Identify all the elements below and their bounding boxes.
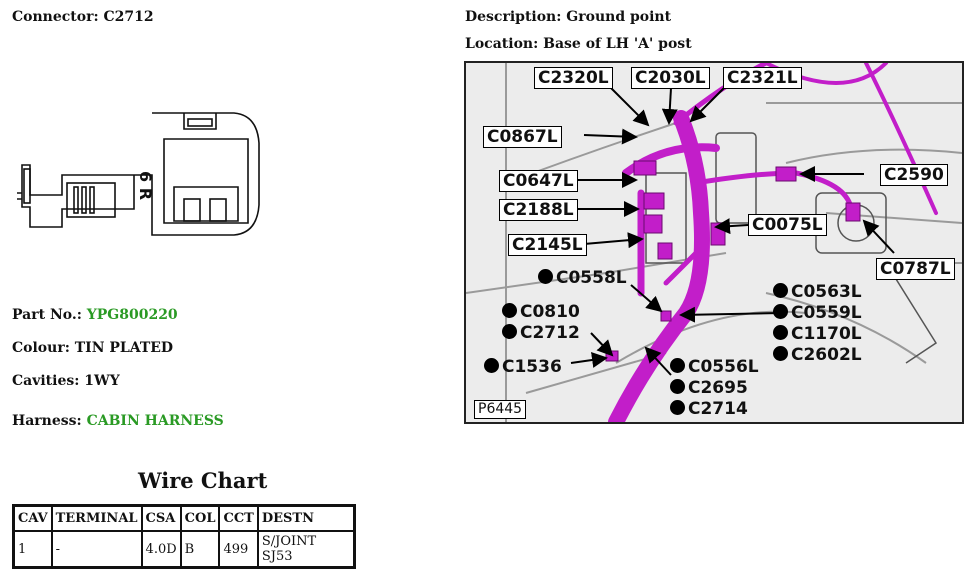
location-value: Base of LH 'A' post bbox=[543, 36, 692, 52]
bullet-dot-icon bbox=[773, 283, 788, 298]
callout-c2320l: C2320L bbox=[534, 67, 613, 89]
label-c1170l: C1170L bbox=[773, 324, 862, 345]
bullet-dot-icon bbox=[773, 325, 788, 340]
bullet-dot-icon bbox=[773, 346, 788, 361]
bullet-dot-icon bbox=[502, 324, 517, 339]
cell-col: B bbox=[179, 530, 221, 569]
drawing-marking: 6 R bbox=[136, 171, 155, 200]
cell-cct: 499 bbox=[218, 530, 259, 569]
label-c0559l: C0559L bbox=[773, 303, 862, 324]
connector-drawing: 6 R bbox=[17, 112, 260, 236]
location-photo: C2320L C2030L C2321L C0867L C0647L C2188… bbox=[464, 61, 964, 424]
connector-value: C2712 bbox=[103, 9, 154, 25]
label-c1536: C1536 bbox=[484, 357, 562, 378]
wire-chart-title: Wire Chart bbox=[138, 468, 268, 493]
callout-c0867l: C0867L bbox=[483, 126, 562, 148]
bullet-dot-icon bbox=[484, 358, 499, 373]
label-text: C0558L bbox=[556, 268, 627, 288]
callout-c0075l: C0075L bbox=[748, 214, 827, 236]
label-c2602l: C2602L bbox=[773, 345, 862, 366]
label-text: C0810 bbox=[520, 302, 580, 322]
callout-c2321l: C2321L bbox=[723, 67, 802, 89]
part-no-label: Part No.: bbox=[12, 307, 82, 323]
col-header-terminal: TERMINAL bbox=[50, 504, 143, 532]
callout-c2030l: C2030L bbox=[631, 67, 710, 89]
col-header-cav: CAV bbox=[12, 504, 53, 532]
callout-c2188l: C2188L bbox=[499, 199, 578, 221]
label-c0563l: C0563L bbox=[773, 282, 862, 303]
callout-c2145l: C2145L bbox=[508, 234, 587, 256]
cavities-value: 1WY bbox=[84, 373, 120, 389]
label-text: C2714 bbox=[688, 399, 748, 419]
label-c2712: C2712 bbox=[502, 323, 580, 344]
bullet-dot-icon bbox=[502, 303, 517, 318]
harness-value: CABIN HARNESS bbox=[86, 413, 224, 429]
label-text: C1536 bbox=[502, 357, 562, 377]
label-text: C0563L bbox=[791, 282, 862, 302]
label-c0810: C0810 bbox=[502, 302, 580, 323]
harness-field: Harness: CABIN HARNESS bbox=[12, 413, 224, 429]
col-header-destn: DESTN bbox=[256, 504, 356, 532]
cell-csa: 4.0D bbox=[140, 530, 182, 569]
wire-chart-table: CAV TERMINAL CSA COL CCT DESTN 1 - 4.0D … bbox=[12, 504, 356, 569]
connector-label: Connector: bbox=[12, 9, 99, 25]
label-text: C2695 bbox=[688, 378, 748, 398]
cell-destn: S/JOINT SJ53 bbox=[256, 530, 356, 569]
callout-c0787l: C0787L bbox=[876, 258, 955, 280]
col-header-col: COL bbox=[179, 504, 221, 532]
table-row: 1 - 4.0D B 499 S/JOINT SJ53 bbox=[12, 530, 356, 569]
cavities-label: Cavities: bbox=[12, 373, 80, 389]
label-text: C2602L bbox=[791, 345, 862, 365]
part-no-field: Part No.: YPG800220 bbox=[12, 307, 178, 323]
colour-field: Colour: TIN PLATED bbox=[12, 340, 173, 356]
location-label: Location: bbox=[465, 36, 539, 52]
callout-c2590: C2590 bbox=[880, 164, 948, 186]
harness-label: Harness: bbox=[12, 413, 82, 429]
bullet-dot-icon bbox=[670, 358, 685, 373]
label-text: C2712 bbox=[520, 323, 580, 343]
label-text: C0559L bbox=[791, 303, 862, 323]
wire-chart-header-row: CAV TERMINAL CSA COL CCT DESTN bbox=[12, 504, 356, 532]
label-c2714: C2714 bbox=[670, 399, 748, 420]
connector-field: Connector: C2712 bbox=[12, 9, 154, 25]
bullet-dot-icon bbox=[670, 400, 685, 415]
label-c0558l: C0558L bbox=[538, 268, 627, 289]
label-text: C1170L bbox=[791, 324, 862, 344]
col-header-cct: CCT bbox=[218, 504, 259, 532]
description-field: Description: Ground point bbox=[465, 9, 671, 25]
cavities-field: Cavities: 1WY bbox=[12, 373, 120, 389]
bullet-dot-icon bbox=[670, 379, 685, 394]
location-field: Location: Base of LH 'A' post bbox=[465, 36, 692, 52]
label-c2695: C2695 bbox=[670, 378, 748, 399]
col-header-csa: CSA bbox=[140, 504, 182, 532]
colour-value: TIN PLATED bbox=[74, 340, 174, 356]
colour-label: Colour: bbox=[12, 340, 70, 356]
photo-code: P6445 bbox=[474, 400, 527, 419]
description-label: Description: bbox=[465, 9, 562, 25]
callout-c0647l: C0647L bbox=[499, 170, 578, 192]
label-c0556l: C0556L bbox=[670, 357, 759, 378]
label-text: C0556L bbox=[688, 357, 759, 377]
cell-terminal: - bbox=[50, 530, 143, 569]
bullet-dot-icon bbox=[773, 304, 788, 319]
bullet-dot-icon bbox=[538, 269, 553, 284]
description-value: Ground point bbox=[566, 9, 672, 25]
cell-cav: 1 bbox=[12, 530, 53, 569]
part-no-value: YPG800220 bbox=[86, 307, 178, 323]
